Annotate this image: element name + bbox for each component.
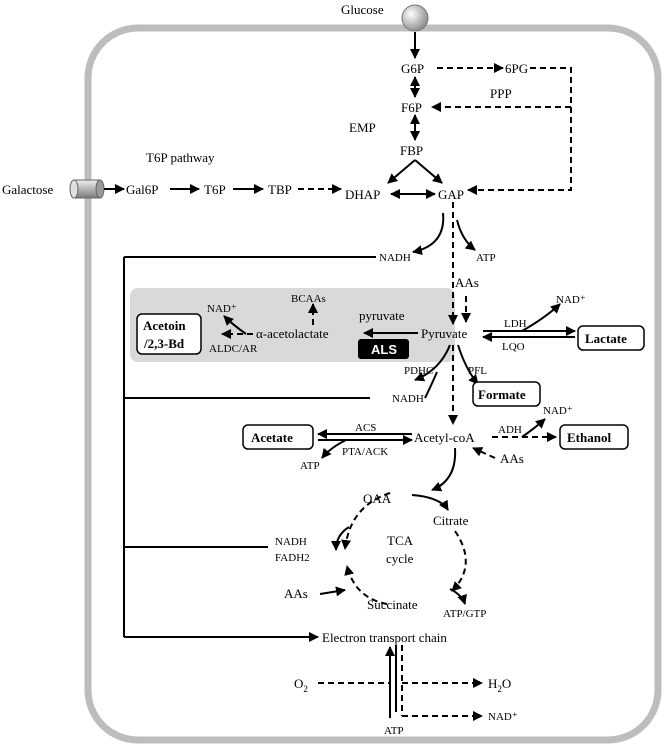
atp-label-1: ATP <box>476 252 496 264</box>
aas-label-3: AAs <box>284 586 308 601</box>
etc-label: Electron transport chain <box>322 630 447 645</box>
formate-label: Formate <box>478 387 526 402</box>
acs-label: ACS <box>355 422 376 434</box>
als-label: ALS <box>371 342 397 357</box>
lactate-box <box>577 325 645 351</box>
acetate-box <box>242 424 314 450</box>
pfl-label: PFL <box>468 365 487 377</box>
emp-label: EMP <box>349 120 376 135</box>
nad-plus-label-1: NAD⁺ <box>207 303 237 315</box>
tbp-label: TBP <box>268 182 292 197</box>
fadh2-label: FADH2 <box>275 552 310 564</box>
aldc-ar-label: ALDC/AR <box>209 343 258 355</box>
atp-label-3: ATP <box>384 725 404 737</box>
h2o-h: H <box>488 676 497 691</box>
h2o-o: O <box>502 676 511 691</box>
g6p-label: G6P <box>401 61 424 76</box>
glucose-label: Glucose <box>341 2 384 17</box>
tca-label: TCA <box>387 533 414 548</box>
atp-label-2: ATP <box>300 460 320 472</box>
bcaas-label: BCAAs <box>291 293 326 305</box>
acetyl-coa-label: Acetyl-coA <box>414 430 475 445</box>
acetate-label: Acetate <box>251 430 293 445</box>
citrate-label: Citrate <box>433 513 469 528</box>
cell-membrane <box>84 24 662 744</box>
succinate-label: Succinate <box>367 597 418 612</box>
acetoin-label: Acetoin <box>143 318 186 333</box>
ldh-label: LDH <box>504 318 527 330</box>
galactose-label: Galactose <box>2 182 53 197</box>
nadh-label-2: NADH <box>392 393 424 405</box>
pyruvate-label: Pyruvate <box>421 326 467 341</box>
labels: Glucose Galactose G6P 6PG PPP F6P EMP FB… <box>2 2 627 737</box>
t6p-pathway-label: T6P pathway <box>146 150 215 165</box>
arrows <box>104 32 576 721</box>
adh-label: ADH <box>498 424 522 436</box>
pyruvate-small-label: pyruvate <box>359 308 405 323</box>
2-3-bd-label: /2,3-Bd <box>143 336 185 351</box>
nad-plus-label-2: NAD⁺ <box>556 294 586 306</box>
acetoin-box <box>136 313 202 355</box>
glucose-transporter-icon <box>401 4 429 32</box>
fbp-label: FBP <box>400 143 423 158</box>
nadh-label-1: NADH <box>379 252 411 264</box>
f6p-label: F6P <box>401 100 422 115</box>
h2o-subscript: 2 <box>497 684 502 694</box>
nadh-label-3: NADH <box>275 536 307 548</box>
galactose-transporter-icon <box>69 179 105 199</box>
o2-subscript: 2 <box>303 684 308 694</box>
ethanol-label: Ethanol <box>567 430 611 445</box>
h2o-label: H2O <box>488 676 511 694</box>
alpha-acetolactate-label: α-acetolactate <box>256 326 329 341</box>
ppp-label: PPP <box>490 86 512 101</box>
6pg-label: 6PG <box>505 61 528 76</box>
als-box <box>358 339 409 359</box>
cycle-label: cycle <box>386 551 414 566</box>
t6p-label: T6P <box>204 182 226 197</box>
aas-label-1: AAs <box>455 275 479 290</box>
oaa-label: OAA <box>363 491 392 506</box>
gap-label: GAP <box>438 187 464 202</box>
lactate-label: Lactate <box>585 331 627 346</box>
formate-box <box>472 381 541 407</box>
atp-gtp-label: ATP/GTP <box>443 608 486 620</box>
ethanol-box <box>559 424 629 450</box>
pta-ack-label: PTA/ACK <box>342 446 388 458</box>
nad-plus-label-3: NAD⁺ <box>543 405 573 417</box>
o2-o: O <box>294 676 303 691</box>
gal6p-label: Gal6P <box>126 182 159 197</box>
aas-label-2: AAs <box>500 451 524 466</box>
dhap-label: DHAP <box>345 187 380 202</box>
nad-plus-label-4: NAD⁺ <box>488 711 518 723</box>
lqo-label: LQO <box>502 341 525 353</box>
pdhc-label: PDHC <box>404 365 433 377</box>
o2-label: O2 <box>294 676 308 694</box>
